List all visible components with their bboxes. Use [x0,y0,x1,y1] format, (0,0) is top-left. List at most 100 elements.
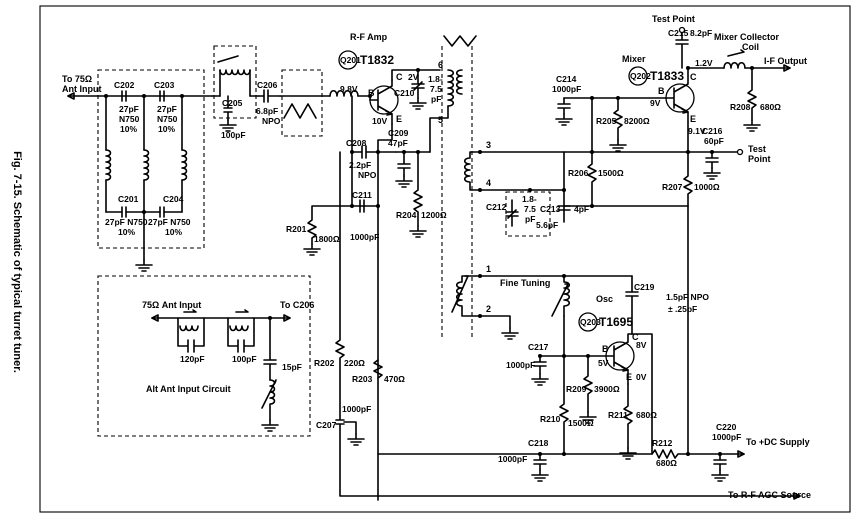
input-filter-box [97,69,205,249]
c216-val: 60pF [704,136,724,146]
terminal-4: 4 [486,178,491,188]
c207-val: 1000pF [342,404,371,414]
oscillator-stage: 1 2 Fine Tuning Osc Q203 T1695 C219 1.5p… [377,205,810,482]
c217-ref: C217 [528,342,549,352]
c216-ref: C216 [702,126,723,136]
c211-ref: C211 [352,190,372,200]
r201-ref: R201 [286,224,307,234]
c205-val: 100pF [221,130,246,140]
c202-ref: C202 [114,80,135,90]
mixer-stage: Test Point Mixer Mixer Collector Coil C2… [463,14,807,237]
c208-val: 2.2pF [349,160,371,170]
c207-ref: C207 [316,420,337,430]
mixer-coil-label-1: Mixer Collector [714,32,780,42]
alt-to-label: To C206 [280,300,314,310]
r203-ref: R203 [352,374,373,384]
c219-ref: C219 [634,282,655,292]
c204-ref: C204 [163,194,184,204]
q201-c: C [396,72,403,82]
mixer-label: Mixer [622,54,646,64]
q203-vb: 5V [598,358,609,368]
q201-b: B [368,88,375,98]
c202-tc: N750 [119,114,140,124]
r207-val: 1000Ω [694,182,720,192]
osc-label: Osc [596,294,613,304]
r206-ref: R206 [568,168,589,178]
c220-ref: C220 [716,422,737,432]
fine-tuning-label: Fine Tuning [500,278,550,288]
c210-v3: pF [431,94,441,104]
c208-ref: C208 [346,138,367,148]
rf-amp-stage: R-F Amp Q201 T1832 B C E 9.8V 2V 10V C21… [286,32,811,501]
r207-ref: R207 [662,182,683,192]
q203-type: T1695 [599,315,633,329]
c201-val: 27pF N750 [105,217,148,227]
q202-vc: 1.2V [695,58,713,68]
diagram-border [39,5,851,513]
r208-ref: R208 [730,102,751,112]
r204-ref: R204 [396,210,417,220]
q203-ve: 0V [636,372,647,382]
c212-v1: 1.8- [522,194,537,204]
c206-tc: NPO [262,116,281,126]
dc-supply-label: To +DC Supply [746,437,810,447]
rf-amp-label: R-F Amp [350,32,388,42]
alt-input-label: 75Ω Ant Input [142,300,201,310]
c202-tol: 10% [120,124,137,134]
c204-val: 27pF N750 [148,217,191,227]
r202-ref: R202 [314,358,335,368]
terminal-5: 5 [438,115,443,125]
alt-c2: 100pF [232,354,257,364]
c206-val: 6.8pF [256,106,278,116]
antenna-input-section: To 75Ω Ant Input C202 27pF N750 10% C203… [62,45,371,272]
c213b-val: 5.6pF [536,220,558,230]
c218-val: 1000pF [498,454,527,464]
terminal-6: 6 [438,60,443,70]
alt-ant-input-circuit: 75Ω Ant Input To C206 120pF 100pF 15pF A… [97,275,314,437]
r201-val: 1800Ω [314,234,340,244]
c210-v2: 7.5 [430,84,442,94]
r212-val: 680Ω [656,458,677,468]
c202-val: 27pF [119,104,139,114]
r204-val: 1200Ω [421,210,447,220]
test-point-right-1: Test [748,144,766,154]
q202-b: B [658,86,665,96]
terminal-2: 2 [486,304,491,314]
r203-val: 470Ω [384,374,405,384]
r209-ref: R209 [566,384,587,394]
q201-ve: 10V [372,116,387,126]
c210-ref: C210 [394,88,415,98]
c209-val: 47pF [388,138,408,148]
alt-c1: 120pF [180,354,205,364]
r209-val: 3900Ω [594,384,620,394]
c215-ref: C215 [668,28,689,38]
ant-input-label-2: Ant Input [62,84,102,94]
c213-val: 4pF [574,204,589,214]
c213-ref: C213 [540,204,561,214]
test-point-right-2: Point [748,154,771,164]
alt-c3: 15pF [282,362,302,372]
c212-ref: C212 [486,202,507,212]
terminal-1: 1 [486,264,491,274]
c203-tc: N750 [157,114,178,124]
r211-val: 680Ω [636,410,657,420]
figure-caption: Fig. 7-15. Schematic of typical turret t… [11,151,23,373]
r205-ref: R205 [596,116,617,126]
c201-ref: C201 [118,194,139,204]
q203-vc: 8V [636,340,647,350]
r210-ref: R210 [540,414,561,424]
c214-val: 1000pF [552,84,581,94]
q203-b: B [602,344,609,354]
c211-val: 1000pF [350,232,379,242]
c212-v2: 7.5 [524,204,536,214]
r206-val: 1500Ω [598,168,624,178]
terminal-3: 3 [486,140,491,150]
alt-circuit-title: Alt Ant Input Circuit [146,384,231,394]
q202-ve: 9.1V [688,126,706,136]
c203-val: 27pF [157,104,177,114]
c209-ref: C209 [388,128,409,138]
c218-ref: C218 [528,438,549,448]
q201-ref: Q201 [340,55,361,65]
c220-val: 1000pF [712,432,741,442]
